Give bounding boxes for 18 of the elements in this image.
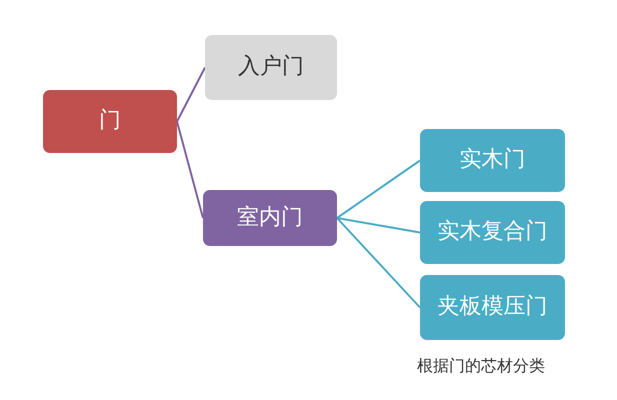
connector-line: [336, 217, 421, 308]
subtopic-box: [420, 275, 565, 340]
topic-label: 门: [99, 108, 121, 135]
topic-box: [205, 35, 337, 100]
connector-line: [336, 160, 421, 219]
topic-box: [203, 190, 337, 246]
subtopic-box: [420, 129, 565, 192]
topic-label: 入户门: [238, 54, 304, 81]
connector-line: [336, 217, 420, 234]
connector-line: [176, 67, 206, 122]
subtopic-box: [420, 201, 565, 264]
connector-line: [176, 121, 204, 218]
root-topic-box: [43, 90, 177, 153]
topic-label: 实木门: [460, 147, 526, 174]
topic-label: 实木复合门: [438, 219, 548, 246]
caption-note: 根据门的芯材分类: [417, 356, 545, 377]
topic-label: 室内门: [237, 204, 303, 232]
topic-label: 夹板模压门: [438, 294, 548, 321]
